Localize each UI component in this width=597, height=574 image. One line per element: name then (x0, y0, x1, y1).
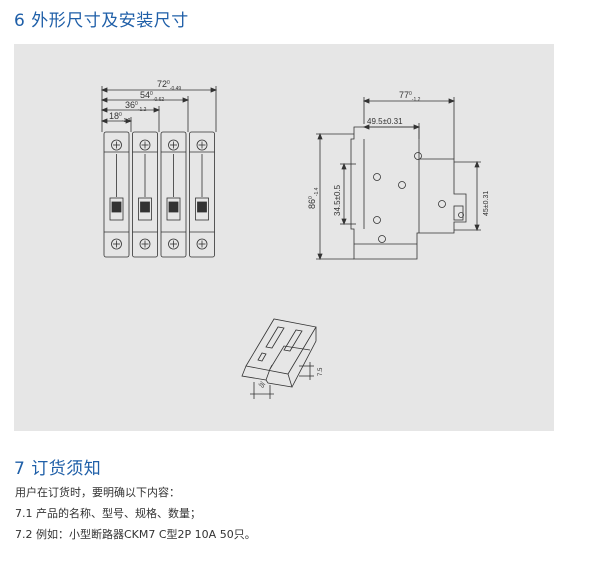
order-item-7-2: 7.2 例如：小型断路器CKM7 C型2P 10A 50只。 (15, 528, 256, 541)
dim-77-label: 770-1.2 (399, 90, 421, 103)
side-view (316, 97, 481, 261)
dim-18-label: 180-1.2 (109, 111, 131, 124)
order-item-7-1: 7.1 产品的名称、型号、规格、数量； (15, 507, 201, 520)
dimension-drawing-panel: 720-0.49 540-0.62 360-1.2 180-1.2 770-1.… (14, 44, 554, 431)
dim-35-label: 35 (257, 381, 266, 390)
section-7-title: 7 订货须知 (14, 459, 102, 479)
breaker-pole-1 (103, 131, 130, 258)
dim-34-5-label: 34.5±0.5 (333, 184, 342, 216)
dim-45-label: 45±0.31 (483, 191, 490, 216)
breaker-pole-4 (189, 131, 215, 258)
order-intro-text: 用户在订货时，要明确以下内容： (15, 486, 180, 499)
breaker-pole-2 (132, 131, 158, 258)
dim-49-5-label: 49.5±0.31 (367, 117, 403, 126)
dim-7-5-label: 7.5 (318, 367, 324, 376)
breaker-pole-3 (160, 131, 187, 258)
dim-36-label: 360-1.2 (125, 100, 147, 113)
dimension-drawing: 720-0.49 540-0.62 360-1.2 180-1.2 770-1.… (100, 79, 490, 399)
section-6-title: 6 外形尺寸及安装尺寸 (14, 11, 189, 31)
front-view (100, 86, 218, 258)
dim-54-label: 540-0.62 (140, 90, 164, 103)
dim-72-label: 720-0.49 (157, 79, 181, 92)
dim-86-label: 860-1.4 (307, 187, 320, 209)
din-rail-view (241, 318, 317, 399)
